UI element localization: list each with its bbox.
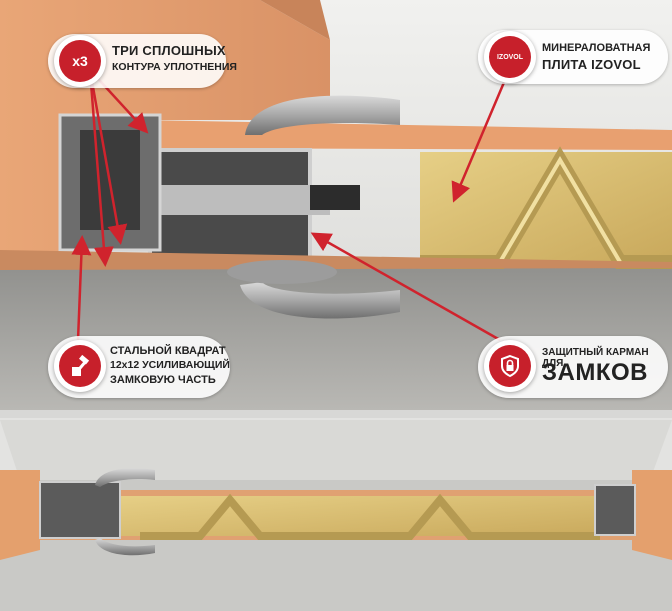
- seals-subtitle: КОНТУРА УПЛОТНЕНИЯ: [112, 61, 237, 73]
- seals-title: ТРИ СПЛОШНЫХ: [112, 43, 226, 58]
- seals-badge: x3: [54, 35, 106, 87]
- thermometer-icon: IZOVOL: [496, 53, 524, 61]
- hammer-icon: [72, 354, 90, 376]
- lock-pocket-badge: [484, 340, 536, 392]
- lock-pocket-title: ЗАЩИТНЫЙ КАРМАН ДЛЯ: [542, 347, 649, 370]
- steel-square-line1: СТАЛЬНОЙ КВАДРАТ: [110, 345, 226, 357]
- insulation-subtitle: ПЛИТА IZOVOL: [542, 57, 641, 72]
- insulation-title: МИНЕРАЛОВАТНАЯ: [542, 42, 651, 54]
- x3-icon: x3: [72, 53, 88, 69]
- steel-square-badge: [54, 340, 106, 392]
- insulation-badge: IZOVOL: [484, 31, 536, 83]
- lock-pocket-subtitle: ЗАМКОВ: [542, 359, 649, 386]
- shield-lock-icon: [501, 354, 519, 378]
- steel-square-line3: ЗАМКОВУЮ ЧАСТЬ: [110, 374, 216, 386]
- steel-square-line2: 12х12 УСИЛИВАЮЩИЙ: [110, 359, 230, 371]
